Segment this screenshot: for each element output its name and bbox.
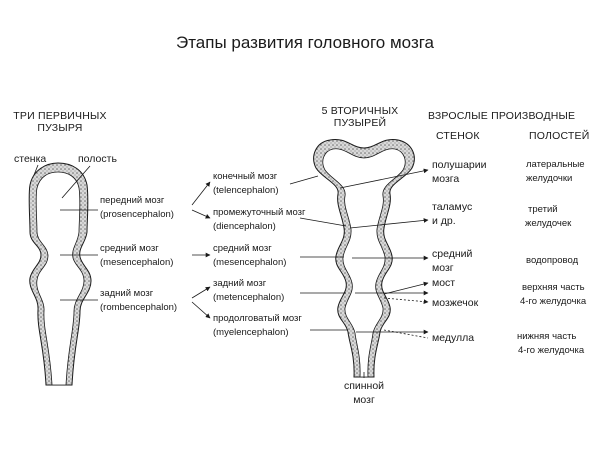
primary-heading-line1: ТРИ ПЕРВИЧНЫХ [13, 110, 107, 122]
spinal-cord-label-line1: спинной [343, 380, 385, 392]
wall-label: стенка [14, 153, 47, 165]
primary-heading-line2: ПУЗЫРЯ [37, 122, 83, 134]
wall-derivative: полушарии [432, 159, 487, 171]
primary-vesicles-tube [28, 162, 92, 386]
secondary-vesicle-name: промежуточный мозг [213, 207, 306, 218]
cavity-derivative: 4-го желудочка [520, 296, 587, 307]
primary-vesicle-name: средний мозг [100, 243, 159, 254]
page-title: Этапы развития головного мозга [175, 33, 435, 52]
cavity-derivative: латеральные [526, 159, 585, 170]
secondary-leader-lines [289, 175, 348, 331]
wall-derivative: мозга [432, 173, 460, 185]
spinal-cord-label-line2: мозг [353, 394, 375, 406]
secondary-heading-line2: ПУЗЫРЕЙ [333, 117, 387, 129]
wall-derivative: средний [432, 248, 473, 260]
wall-derivative: мозжечок [432, 297, 479, 309]
primary-leader-lines [33, 164, 98, 301]
wall-derivative: мозг [432, 262, 454, 274]
secondary-to-adult-arrows [339, 168, 429, 378]
secondary-vesicle-name: средний мозг [213, 243, 272, 254]
primary-to-secondary-arrows [191, 181, 211, 319]
walls-heading: СТЕНОК [436, 130, 480, 142]
cavity-derivative: желудочки [526, 173, 573, 184]
cavity-derivative: верхняя часть [522, 282, 585, 293]
wall-derivative: медулла [432, 332, 475, 344]
primary-vesicle-latin: (rombencephalon) [100, 302, 178, 313]
primary-vesicle-name: передний мозг [100, 195, 165, 206]
secondary-vesicle-latin: (diencephalon) [213, 221, 276, 232]
wall-derivative: мост [432, 277, 456, 289]
adult-heading: ВЗРОСЛЫЕ ПРОИЗВОДНЫЕ [428, 110, 576, 122]
secondary-vesicle-name: задний мозг [213, 278, 267, 289]
wall-derivative: и др. [432, 215, 456, 227]
primary-vesicle-latin: (prosencephalon) [100, 209, 174, 220]
cavity-derivative: водопровод [526, 255, 579, 266]
cavity-derivative: 4-го желудочка [518, 345, 585, 356]
cavity-derivative: нижняя часть [517, 331, 577, 342]
secondary-vesicle-name: конечный мозг [213, 171, 278, 182]
cavity-derivative: третий [528, 204, 558, 215]
cavity-label: полость [78, 153, 117, 165]
secondary-heading-line1: 5 ВТОРИЧНЫХ [321, 105, 399, 117]
secondary-vesicle-latin: (telencephalon) [213, 185, 279, 196]
secondary-vesicle-latin: (mesencephalon) [213, 257, 287, 268]
primary-vesicle-name: задний мозг [100, 288, 154, 299]
secondary-vesicle-name: продолговатый мозг [213, 313, 302, 324]
wall-derivative: таламус [432, 201, 473, 213]
primary-vesicle-latin: (mesencephalon) [100, 257, 174, 268]
cavities-heading: ПОЛОСТЕЙ [529, 130, 590, 142]
secondary-vesicle-latin: (myelencephalon) [213, 327, 289, 338]
secondary-vesicle-latin: (metencephalon) [213, 292, 285, 303]
cavity-derivative: желудочек [525, 218, 572, 229]
